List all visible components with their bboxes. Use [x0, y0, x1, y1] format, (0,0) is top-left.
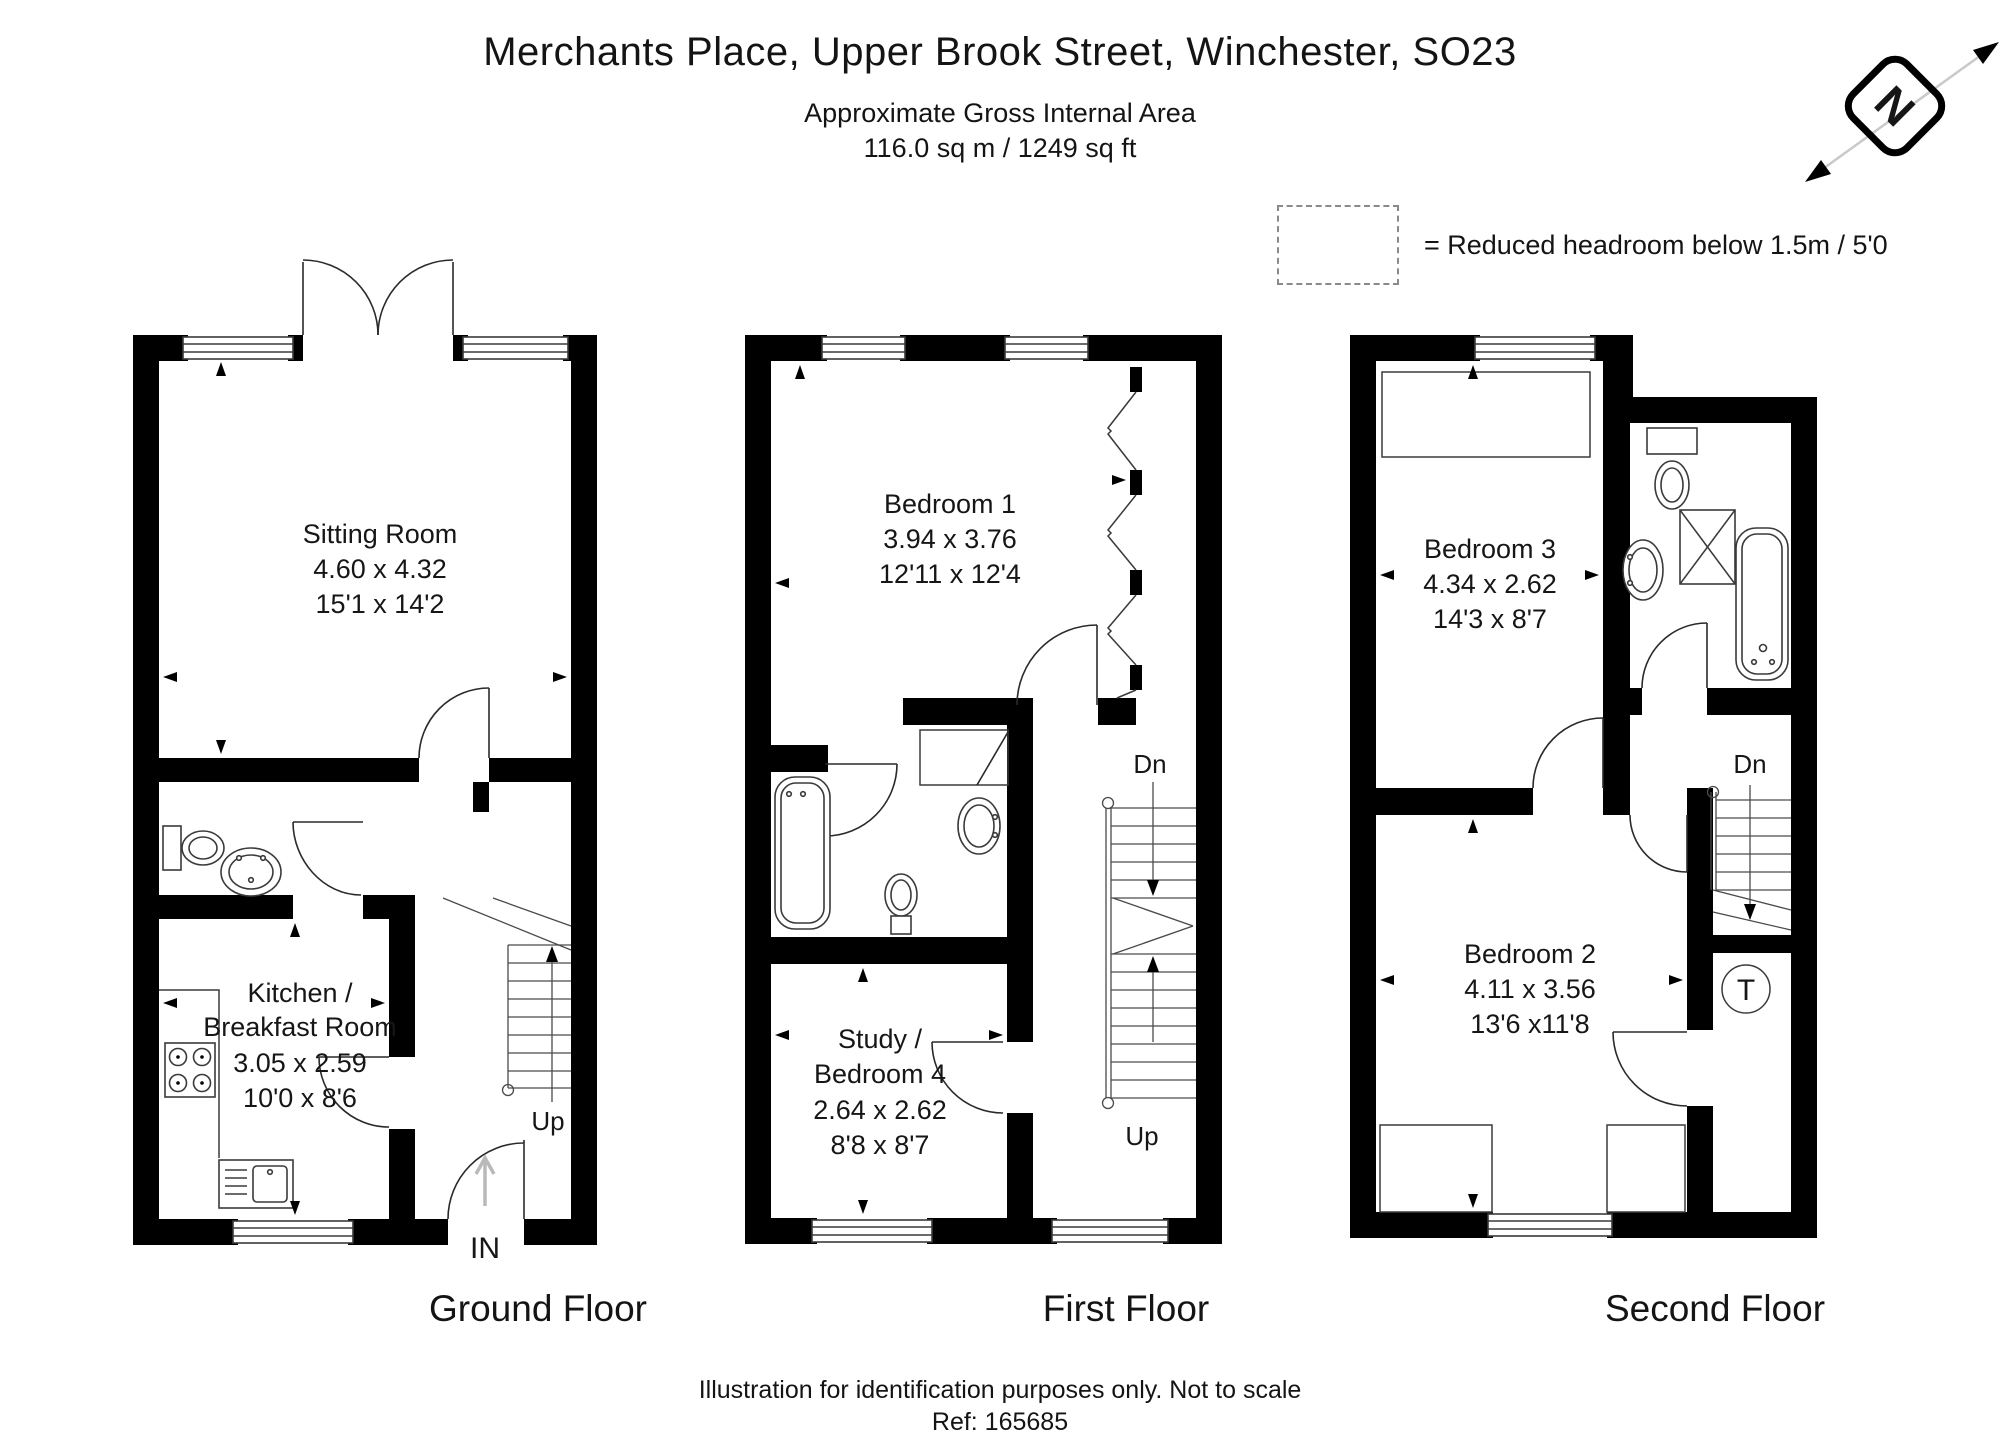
bedroom2-furniture	[1379, 1124, 1686, 1213]
room-name: Sitting Room	[303, 519, 458, 549]
reduced-headroom-swatch	[1277, 205, 1399, 285]
first-toilet	[884, 873, 918, 935]
floor-label-ground: Ground Floor	[429, 1288, 647, 1329]
room-dim-metric: 3.05 x 2.59	[233, 1048, 367, 1078]
footer-disclaimer: Illustration for identification purposes…	[698, 1376, 1302, 1404]
ground-doors	[292, 687, 525, 1245]
tank-symbol: T	[1721, 964, 1771, 1014]
ground-dimension-ticks	[163, 362, 567, 1215]
up-label: Up	[531, 1106, 564, 1136]
room-dim-imperial: 10'0 x 8'6	[243, 1083, 357, 1113]
kitchen-counter	[159, 989, 220, 1158]
first-floor-plan: Dn Up Bedroom 1 3.94 x 3.76 12'11 x 12'4…	[745, 335, 1222, 1244]
kitchen-hob	[164, 1042, 216, 1098]
room-dim-imperial: 12'11 x 12'4	[879, 559, 1021, 589]
first-sink	[957, 797, 1001, 855]
page-area: 116.0 sq m / 1249 sq ft	[863, 133, 1137, 163]
ground-floor-plan: Up IN Sitting Room 4.60 x 4.32 15'1 x 14…	[133, 259, 597, 1265]
ground-windows	[182, 335, 569, 1245]
wc-sink	[220, 847, 282, 897]
legend-text: = Reduced headroom below 1.5m / 5'0	[1424, 230, 1888, 260]
page-subtitle: Approximate Gross Internal Area	[804, 98, 1196, 128]
north-compass-icon: N	[1805, 42, 1999, 182]
second-windows	[1474, 335, 1613, 1238]
footer-ref: Ref: 165685	[931, 1408, 1069, 1436]
second-doors	[1532, 622, 1708, 1107]
room-label-sitting-room: Sitting Room 4.60 x 4.32 15'1 x 14'2	[303, 519, 458, 619]
second-floor-plan: Dn T Bedroom 3 4.34 x 2.62 14'3 x 8'7 Be…	[1350, 335, 1817, 1238]
up-label: Up	[1125, 1121, 1158, 1151]
bedroom3-furniture	[1381, 371, 1591, 458]
room-label-bedroom1: Bedroom 1 3.94 x 3.76 12'11 x 12'4	[879, 489, 1021, 589]
room-label-study: Study / Bedroom 4 2.64 x 2.62 8'8 x 8'7	[813, 1024, 947, 1160]
floor-label-second: Second Floor	[1604, 1288, 1826, 1329]
compass-arrowhead-ne	[1973, 42, 1999, 64]
second-dimension-ticks	[1380, 365, 1683, 1208]
room-dim-imperial: 14'3 x 8'7	[1433, 604, 1547, 634]
first-stairs	[1101, 782, 1196, 1110]
room-dim-imperial: 15'1 x 14'2	[316, 589, 445, 619]
room-label-bedroom2: Bedroom 2 4.11 x 3.56 13'6 x11'8	[1464, 939, 1596, 1039]
ground-walls	[133, 335, 597, 1245]
airing-cupboard	[919, 729, 1009, 786]
floor-label-first: First Floor	[1042, 1288, 1210, 1329]
room-name: Study /	[838, 1024, 923, 1054]
second-stairs	[1706, 785, 1792, 931]
room-label-bedroom3: Bedroom 3 4.34 x 2.62 14'3 x 8'7	[1423, 534, 1557, 634]
room-name-2: Breakfast Room	[203, 1012, 397, 1042]
first-windows	[811, 335, 1169, 1244]
room-dim-metric: 4.60 x 4.32	[313, 554, 447, 584]
compass-letter: N	[1865, 76, 1925, 136]
entrance-arrow-icon	[474, 1154, 496, 1206]
room-dim-metric: 2.64 x 2.62	[813, 1095, 947, 1125]
room-dim-imperial: 8'8 x 8'7	[831, 1130, 930, 1160]
first-doors	[824, 624, 1098, 1114]
room-name: Kitchen /	[247, 978, 353, 1008]
room-name: Bedroom 2	[1464, 939, 1596, 969]
compass-needle-line	[1812, 46, 1992, 178]
room-name: Bedroom 3	[1424, 534, 1556, 564]
first-bath	[774, 776, 831, 930]
second-sink	[1622, 539, 1664, 601]
kitchen-sink	[218, 1159, 294, 1209]
compass-arrowhead-sw	[1805, 160, 1831, 182]
first-dimension-ticks	[775, 365, 1126, 1214]
dn-label: Dn	[1733, 749, 1766, 779]
room-label-kitchen: Kitchen / Breakfast Room 3.05 x 2.59 10'…	[203, 978, 397, 1113]
room-dim-metric: 4.34 x 2.62	[1423, 569, 1557, 599]
room-name-2: Bedroom 4	[814, 1059, 946, 1089]
second-bath	[1735, 527, 1789, 681]
ground-french-doors	[302, 259, 454, 361]
entrance-label: IN	[470, 1232, 500, 1265]
wardrobe-rail	[1106, 391, 1137, 699]
wc-toilet	[162, 825, 225, 871]
room-name: Bedroom 1	[884, 489, 1016, 519]
tank-label: T	[1737, 974, 1755, 1007]
second-walls	[1350, 335, 1817, 1238]
shower	[1679, 509, 1736, 585]
second-toilet	[1646, 427, 1698, 510]
room-dim-imperial: 13'6 x11'8	[1470, 1009, 1589, 1039]
dn-label: Dn	[1133, 749, 1166, 779]
page-title: Merchants Place, Upper Brook Street, Win…	[483, 30, 1517, 74]
ground-stairs	[442, 897, 572, 1102]
room-dim-metric: 3.94 x 3.76	[883, 524, 1017, 554]
room-dim-metric: 4.11 x 3.56	[1464, 974, 1596, 1004]
